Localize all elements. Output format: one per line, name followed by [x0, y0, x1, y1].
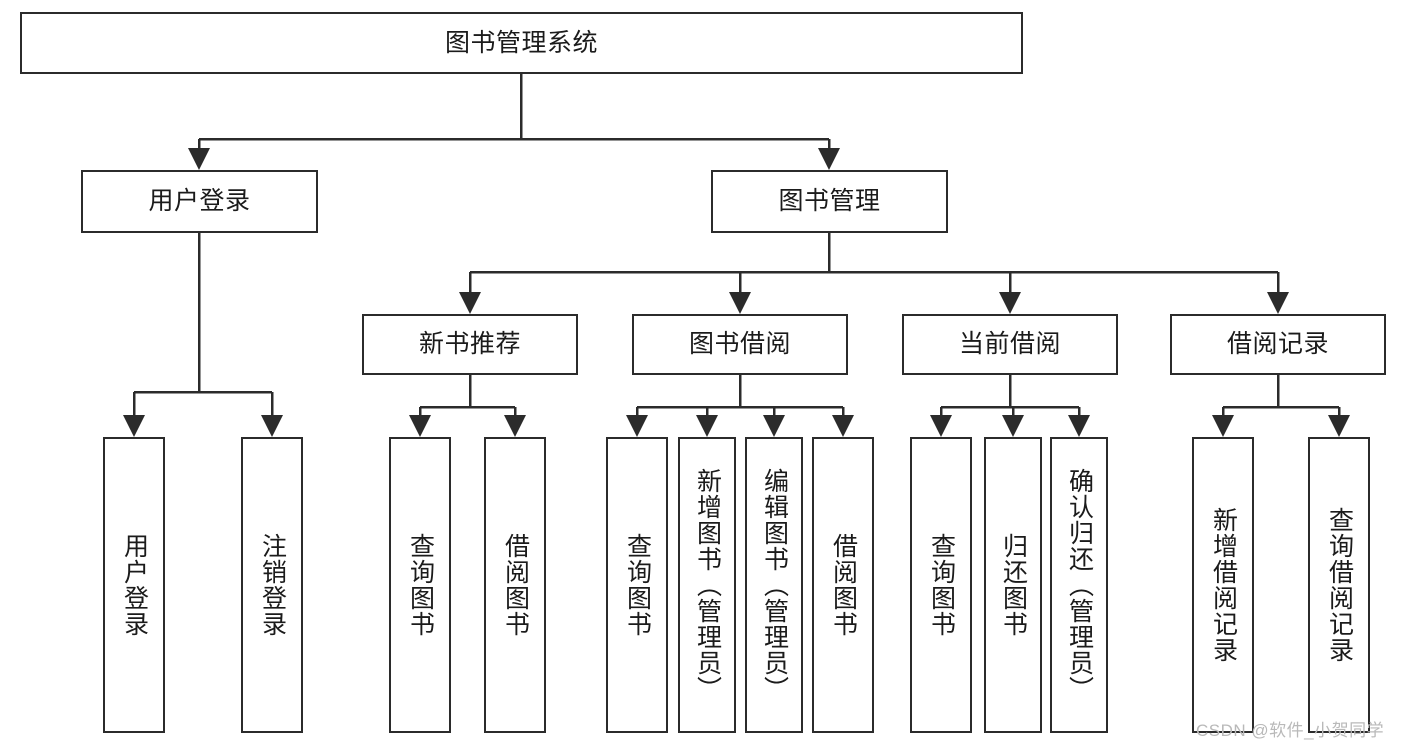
node-label: 借阅图书	[501, 533, 530, 637]
node-label: 借阅记录	[1226, 330, 1329, 358]
node-leaf-query-book-2: 查询图书	[606, 437, 668, 733]
node-leaf-edit-book: 编辑图书（管理员）	[745, 437, 803, 733]
arrowhead-icon	[1002, 415, 1024, 437]
node-leaf-user-login: 用户登录	[103, 437, 165, 733]
arrowhead-icon	[763, 415, 785, 437]
arrowhead-icon	[999, 292, 1021, 314]
node-label: 图书借阅	[688, 330, 791, 358]
node-label: 确认归还（管理员）	[1065, 468, 1094, 702]
node-leaf-query-book-1: 查询图书	[389, 437, 451, 733]
node-label: 归还图书	[999, 533, 1028, 637]
arrowhead-icon	[261, 415, 283, 437]
node-label: 图书管理	[778, 187, 881, 215]
node-new-book-recommend: 新书推荐	[362, 314, 578, 375]
arrowhead-icon	[696, 415, 718, 437]
arrowhead-icon	[1267, 292, 1289, 314]
node-leaf-return-book: 归还图书	[984, 437, 1042, 733]
node-leaf-query-book-3: 查询图书	[910, 437, 972, 733]
node-leaf-add-record: 新增借阅记录	[1192, 437, 1254, 733]
arrowhead-icon	[1212, 415, 1234, 437]
node-label: 查询图书	[406, 533, 435, 637]
node-leaf-borrow-book-2: 借阅图书	[812, 437, 874, 733]
node-user-login: 用户登录	[81, 170, 318, 233]
node-borrow-record: 借阅记录	[1170, 314, 1386, 375]
arrowhead-icon	[504, 415, 526, 437]
node-leaf-user-logout: 注销登录	[241, 437, 303, 733]
node-current-borrow: 当前借阅	[902, 314, 1118, 375]
node-root: 图书管理系统	[20, 12, 1023, 74]
arrowhead-icon	[123, 415, 145, 437]
node-label: 用户登录	[120, 533, 149, 637]
node-label: 注销登录	[258, 533, 287, 637]
arrowhead-icon	[1328, 415, 1350, 437]
node-label: 查询图书	[927, 533, 956, 637]
node-label: 编辑图书（管理员）	[760, 468, 789, 702]
node-label: 用户登录	[148, 187, 251, 215]
node-leaf-add-book: 新增图书（管理员）	[678, 437, 736, 733]
node-label: 新增图书（管理员）	[693, 468, 722, 702]
arrowhead-icon	[626, 415, 648, 437]
node-label: 查询借阅记录	[1325, 507, 1354, 663]
arrowhead-icon	[818, 148, 840, 170]
node-label: 新书推荐	[418, 330, 521, 358]
arrowhead-icon	[188, 148, 210, 170]
node-label: 新增借阅记录	[1209, 507, 1238, 663]
arrowhead-icon	[930, 415, 952, 437]
node-label: 图书管理系统	[444, 28, 598, 57]
arrowhead-icon	[832, 415, 854, 437]
node-leaf-query-record: 查询借阅记录	[1308, 437, 1370, 733]
node-leaf-borrow-book-1: 借阅图书	[484, 437, 546, 733]
node-label: 当前借阅	[958, 330, 1061, 358]
watermark-label: CSDN @软件_小贺同学	[1196, 721, 1385, 740]
node-book-borrow: 图书借阅	[632, 314, 848, 375]
node-book-management: 图书管理	[711, 170, 948, 233]
arrowhead-icon	[729, 292, 751, 314]
node-leaf-confirm-return: 确认归还（管理员）	[1050, 437, 1108, 733]
arrowhead-icon	[1068, 415, 1090, 437]
arrowhead-icon	[409, 415, 431, 437]
node-label: 借阅图书	[829, 533, 858, 637]
arrowhead-icon	[459, 292, 481, 314]
node-label: 查询图书	[623, 533, 652, 637]
